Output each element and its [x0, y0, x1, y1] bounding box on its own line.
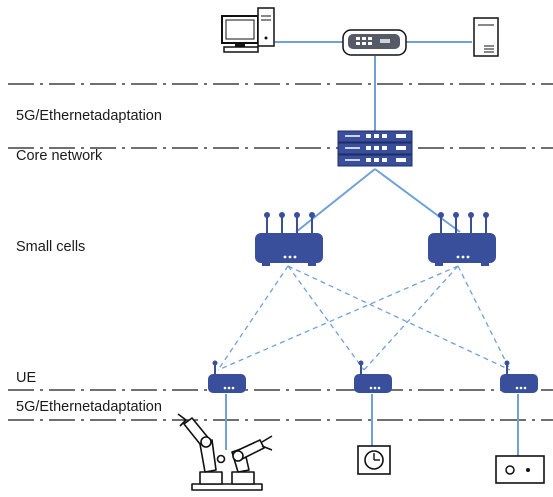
robot-arm-icon	[177, 413, 273, 491]
link-core-cell1	[295, 168, 376, 233]
wireless-link	[217, 265, 459, 371]
meter-device-icon	[495, 455, 545, 484]
adaptation-layer-label-bottom: 5G/Ethernetadaptation	[16, 399, 162, 415]
small-cell-router-icon	[428, 212, 496, 266]
small-cell-router-icon	[255, 212, 323, 266]
ue-modem-icon	[500, 360, 538, 393]
link-core-cell2	[374, 168, 461, 233]
core-switch-icon	[337, 130, 413, 167]
ue-modem-icon	[354, 360, 392, 393]
wireless-link	[217, 265, 289, 371]
ue-label: UE	[16, 370, 37, 386]
clock-sensor-icon	[357, 445, 391, 475]
server-icon	[473, 17, 499, 57]
separator-lines	[8, 83, 553, 421]
core-network-label: Core network	[16, 148, 103, 164]
wireless-link	[363, 265, 459, 371]
wired-links	[225, 41, 519, 456]
wireless-link	[287, 265, 511, 371]
ue-modem-icon	[208, 360, 246, 393]
adaptation-layer-label-top: 5G/Ethernetadaptation	[16, 108, 162, 124]
computer-icon	[221, 7, 275, 53]
wireless-links	[217, 265, 511, 371]
wireless-link	[457, 265, 511, 371]
small-cells-label: Small cells	[16, 239, 86, 255]
switch-icon	[342, 29, 407, 56]
wireless-link	[287, 265, 365, 371]
